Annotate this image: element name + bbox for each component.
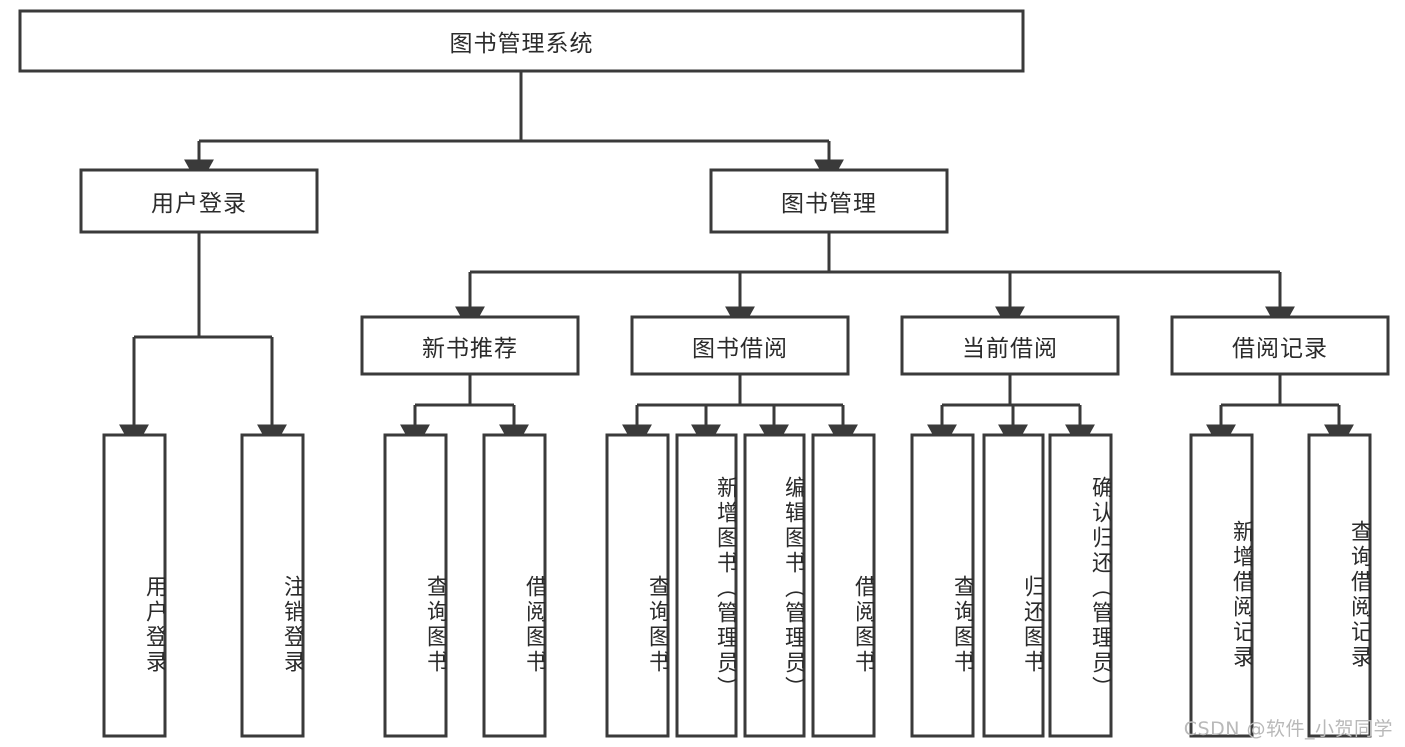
connector-group-book-borrow (622, 374, 858, 452)
node-box-leaf-user-login[interactable] (102, 433, 167, 738)
node-box-borrow-records[interactable] (1170, 315, 1390, 376)
csdn-watermark: CSDN @软件_小贺同学 (1183, 718, 1393, 740)
connector-group-borrow-records (1206, 374, 1354, 452)
connector-group-book-management (455, 232, 1295, 334)
node-box-leaf-add-book-admin[interactable] (675, 433, 738, 738)
node-box-leaf-query-book-1[interactable] (383, 433, 448, 738)
node-box-leaf-borrow-book-1[interactable] (482, 433, 547, 738)
node-box-leaf-query-borrow-record[interactable] (1307, 433, 1372, 738)
node-box-root[interactable] (18, 9, 1025, 73)
connector-group-user-login (119, 232, 287, 452)
connector-group-new-book-recommend (400, 374, 529, 452)
node-box-leaf-edit-book-admin[interactable] (743, 433, 806, 738)
node-box-new-book-recommend[interactable] (360, 315, 580, 376)
node-box-book-management[interactable] (709, 168, 949, 234)
node-box-leaf-query-book-2[interactable] (605, 433, 670, 738)
node-box-current-borrow[interactable] (900, 315, 1120, 376)
node-box-leaf-borrow-book-2[interactable] (811, 433, 876, 738)
node-box-leaf-query-book-3[interactable] (910, 433, 975, 738)
connector-group-current-borrow (927, 374, 1095, 452)
connector-group-root (184, 71, 844, 187)
node-box-leaf-return-book[interactable] (982, 433, 1045, 738)
node-box-leaf-confirm-return-admin[interactable] (1048, 433, 1113, 738)
node-box-leaf-logout-login[interactable] (240, 433, 305, 738)
node-box-leaf-add-borrow-record[interactable] (1189, 433, 1254, 738)
node-box-user-login[interactable] (79, 168, 319, 234)
node-box-book-borrow[interactable] (630, 315, 850, 376)
